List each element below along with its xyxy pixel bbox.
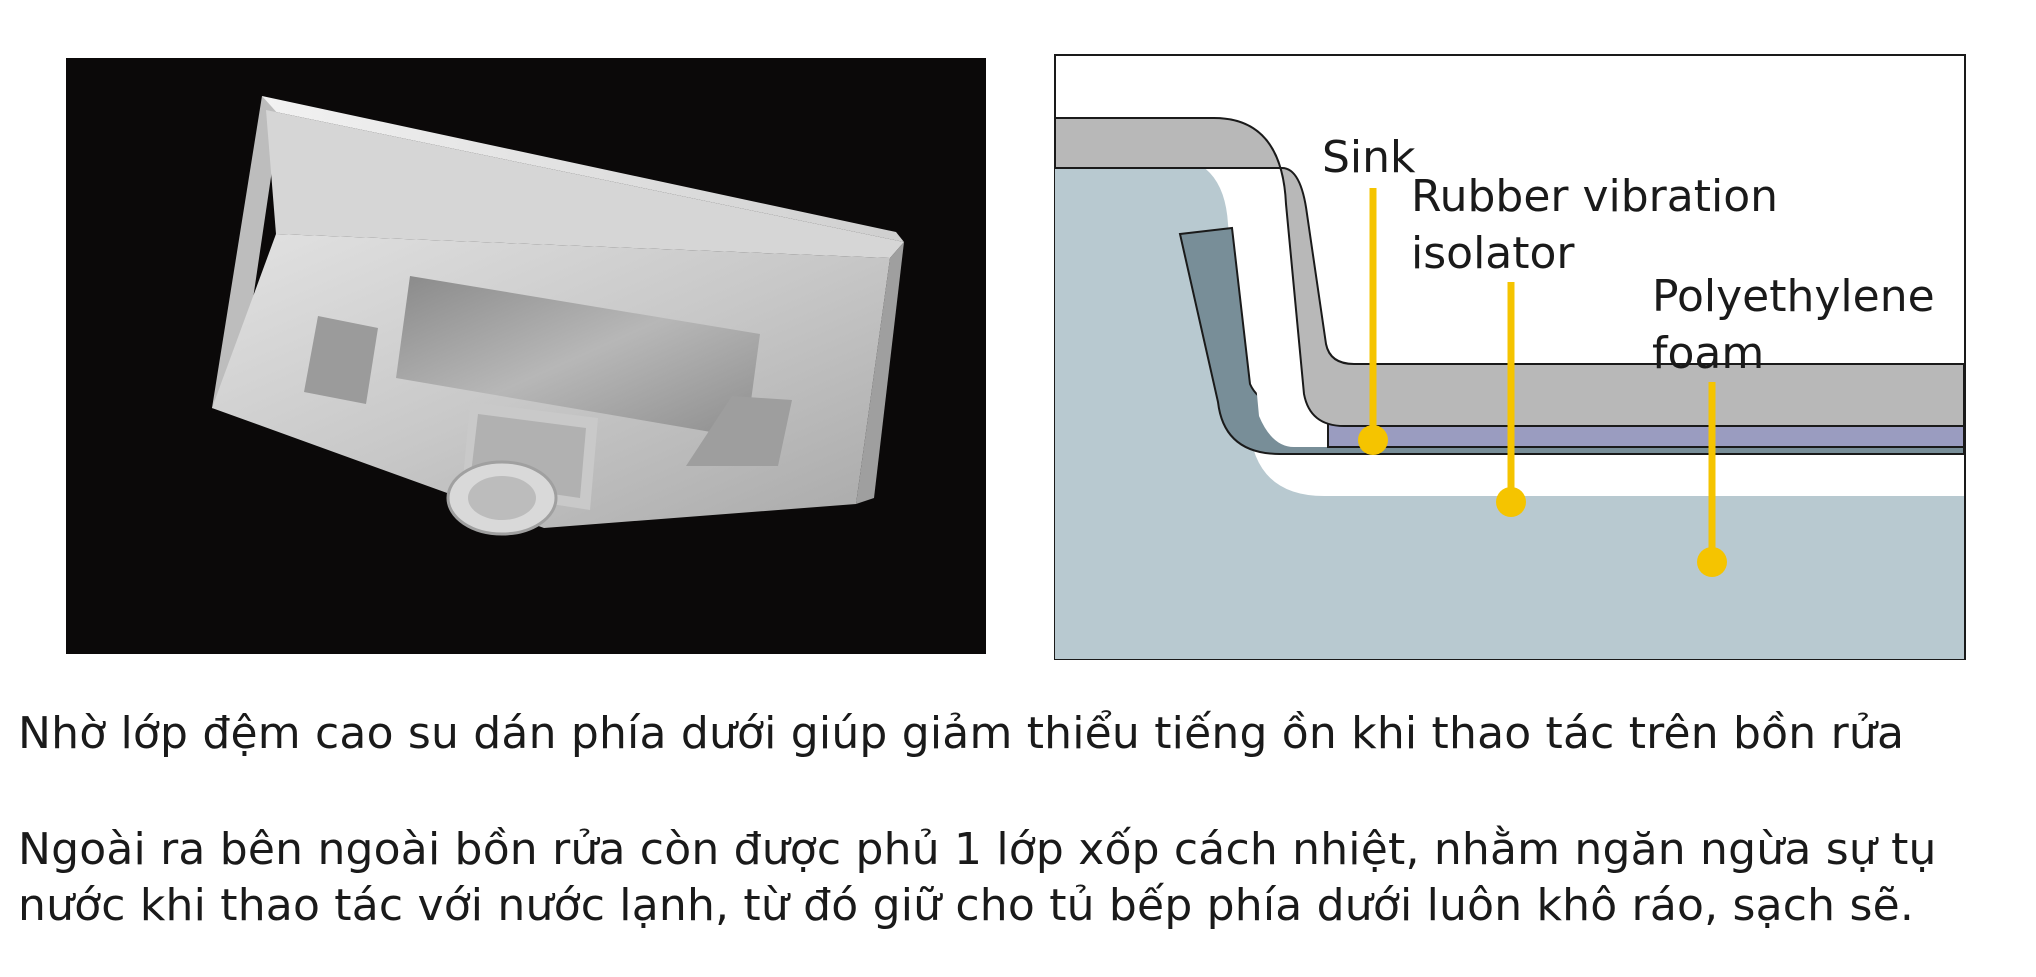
label-sink: Sink <box>1322 132 1416 183</box>
label-foam-line2: foam <box>1652 328 1764 379</box>
sink-bottom-illustration <box>212 96 904 536</box>
right-rubber-pad <box>686 396 792 466</box>
label-foam-line1: Polyethylene <box>1652 271 1935 322</box>
rubber-pointer-dot <box>1496 487 1526 517</box>
sink-bottom-photo <box>66 58 986 654</box>
left-rubber-pad <box>304 316 378 404</box>
sink-rim <box>262 96 904 242</box>
description-paragraph-2: Ngoài ra bên ngoài bồn rửa còn được phủ … <box>18 824 1937 931</box>
center-rubber-pad <box>396 276 760 438</box>
diagram-background <box>1055 156 1964 659</box>
sink-cross-section-diagram: Sink Rubber vibration isolator Polyethyl… <box>1054 54 1966 660</box>
label-rubber-line1: Rubber vibration <box>1411 171 1778 222</box>
foam-pointer-dot <box>1697 547 1727 577</box>
sink-pointer-dot <box>1358 425 1388 455</box>
description-paragraph-1: Nhờ lớp đệm cao su dán phía dưới giúp gi… <box>18 708 1905 759</box>
label-rubber-line2: isolator <box>1411 228 1575 279</box>
